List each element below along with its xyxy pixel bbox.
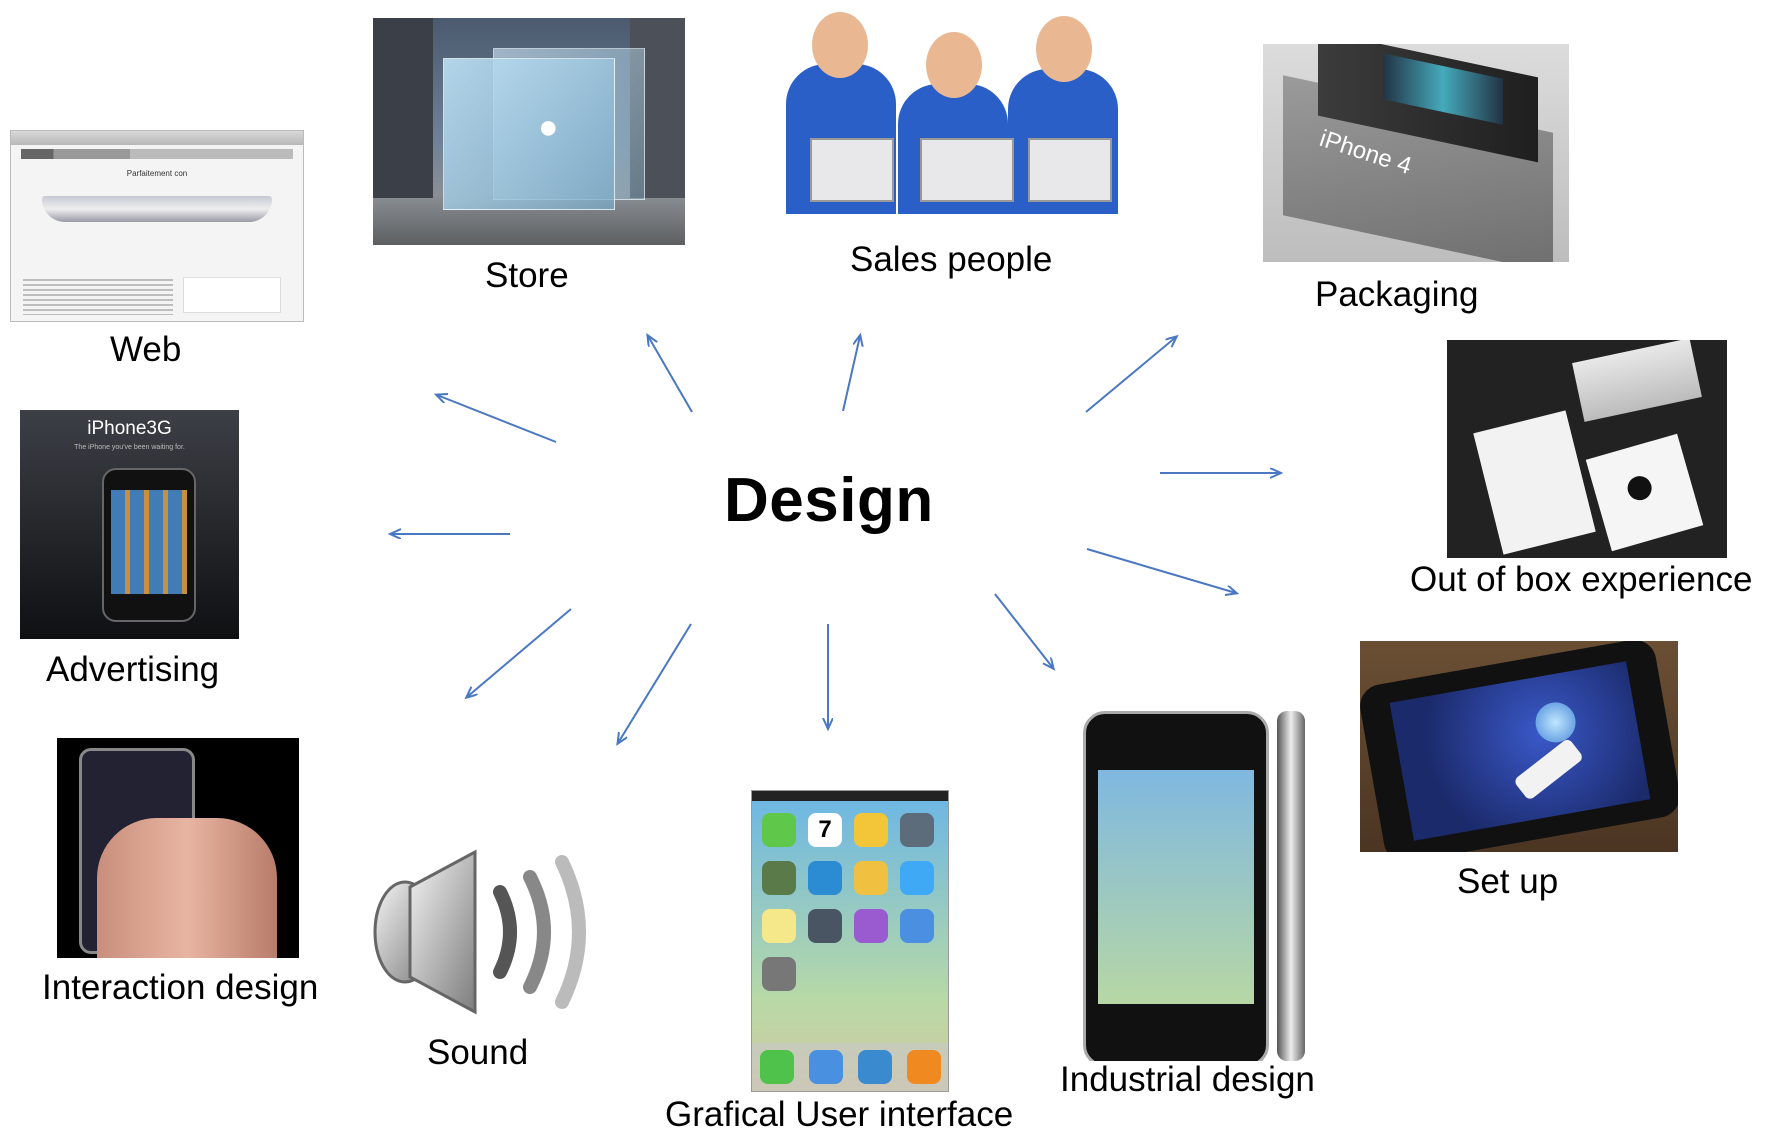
setup-phone-screen [1389, 661, 1651, 841]
app-icon-grid: 7 [752, 801, 948, 1003]
camera-icon [900, 813, 934, 847]
phone-icon [759, 1050, 794, 1084]
ad-phone [102, 468, 196, 622]
label-industrial: Industrial design [1060, 1060, 1315, 1099]
ipod-icon [906, 1050, 941, 1084]
maps-icon [808, 861, 842, 895]
phone-side [1277, 711, 1305, 1061]
side-box [183, 277, 281, 313]
building-left [373, 18, 433, 198]
laptop-open-right [1028, 138, 1112, 202]
industrial-design-image [1077, 711, 1367, 1061]
itunes-globe-icon [1532, 699, 1579, 746]
ad-tagline: The iPhone you've been waiting for. [74, 444, 185, 451]
phone-front-screen [1098, 770, 1254, 1004]
person-right-head [1036, 16, 1092, 82]
stocks-icon [900, 861, 934, 895]
site-nav-bar [21, 149, 293, 159]
accessory-tray [1473, 410, 1596, 555]
label-interaction: Interaction design [42, 968, 319, 1007]
videos-icon [762, 861, 796, 895]
laptop-open [920, 138, 1014, 202]
dock [752, 1043, 948, 1091]
label-web: Web [110, 330, 182, 369]
mail-icon [808, 1050, 843, 1084]
label-sound: Sound [427, 1033, 529, 1072]
person-middle-head [926, 32, 982, 98]
arrow-to-packaging [1085, 337, 1176, 413]
messages-icon [762, 813, 796, 847]
apple-logo-icon: ● [538, 108, 559, 146]
phone-front [1083, 711, 1269, 1061]
settings-icon [762, 957, 796, 991]
glass-cube [443, 58, 615, 210]
utilities-icon [808, 909, 842, 943]
label-gui: Grafical User interface [665, 1095, 1014, 1134]
label-packaging: Packaging [1315, 275, 1479, 314]
arrow-to-industrial [994, 593, 1053, 668]
itunes-icon [854, 909, 888, 943]
photos-icon [854, 813, 888, 847]
advertising-image: iPhone3G The iPhone you've been waiting … [20, 410, 239, 639]
status-bar [752, 791, 948, 801]
laptop-graphic [42, 196, 272, 222]
packaging-image: iPhone 4 [1263, 44, 1569, 262]
web-heading: Parfaitement con [126, 169, 188, 178]
usb-cable-icon [1513, 737, 1585, 802]
browser-chrome [11, 131, 303, 145]
app-store-icon [900, 909, 934, 943]
calendar-icon: 7 [808, 813, 842, 847]
weather-icon [854, 861, 888, 895]
store-image: ● [373, 18, 685, 245]
sales-people-image [780, 6, 1125, 236]
insert-tray [1585, 433, 1704, 552]
arrow-to-store [648, 336, 693, 413]
hand-graphic [97, 818, 277, 958]
ad-phone-screen [111, 490, 187, 594]
label-setup: Set up [1457, 862, 1559, 901]
arrow-to-sales [842, 336, 860, 412]
label-advertising: Advertising [46, 650, 220, 689]
text-block [23, 279, 173, 315]
safari-icon [857, 1050, 892, 1084]
person-left-head [812, 12, 868, 78]
setup-phone [1360, 641, 1678, 852]
web-screenshot-image: Parfaitement con [10, 130, 304, 322]
label-store: Store [485, 256, 569, 295]
ad-brand: iPhone3G [87, 418, 172, 439]
out-of-box-image [1447, 340, 1727, 558]
notes-icon [762, 909, 796, 943]
tray-hole [1624, 473, 1655, 504]
oob-lid [1572, 340, 1702, 422]
setup-image [1360, 641, 1678, 852]
interaction-design-image [57, 738, 299, 958]
arrow-to-interaction [467, 608, 572, 697]
gui-screenshot-image: 7 [751, 790, 949, 1092]
label-sales: Sales people [850, 240, 1053, 279]
laptop-box [810, 138, 894, 202]
arrow-to-web [437, 395, 557, 443]
arrow-to-setup [1086, 548, 1236, 593]
arrow-to-sound [618, 623, 692, 743]
speaker-icon [373, 849, 586, 1015]
center-title: Design [724, 466, 934, 535]
label-out-of-box: Out of box experience [1410, 560, 1753, 599]
